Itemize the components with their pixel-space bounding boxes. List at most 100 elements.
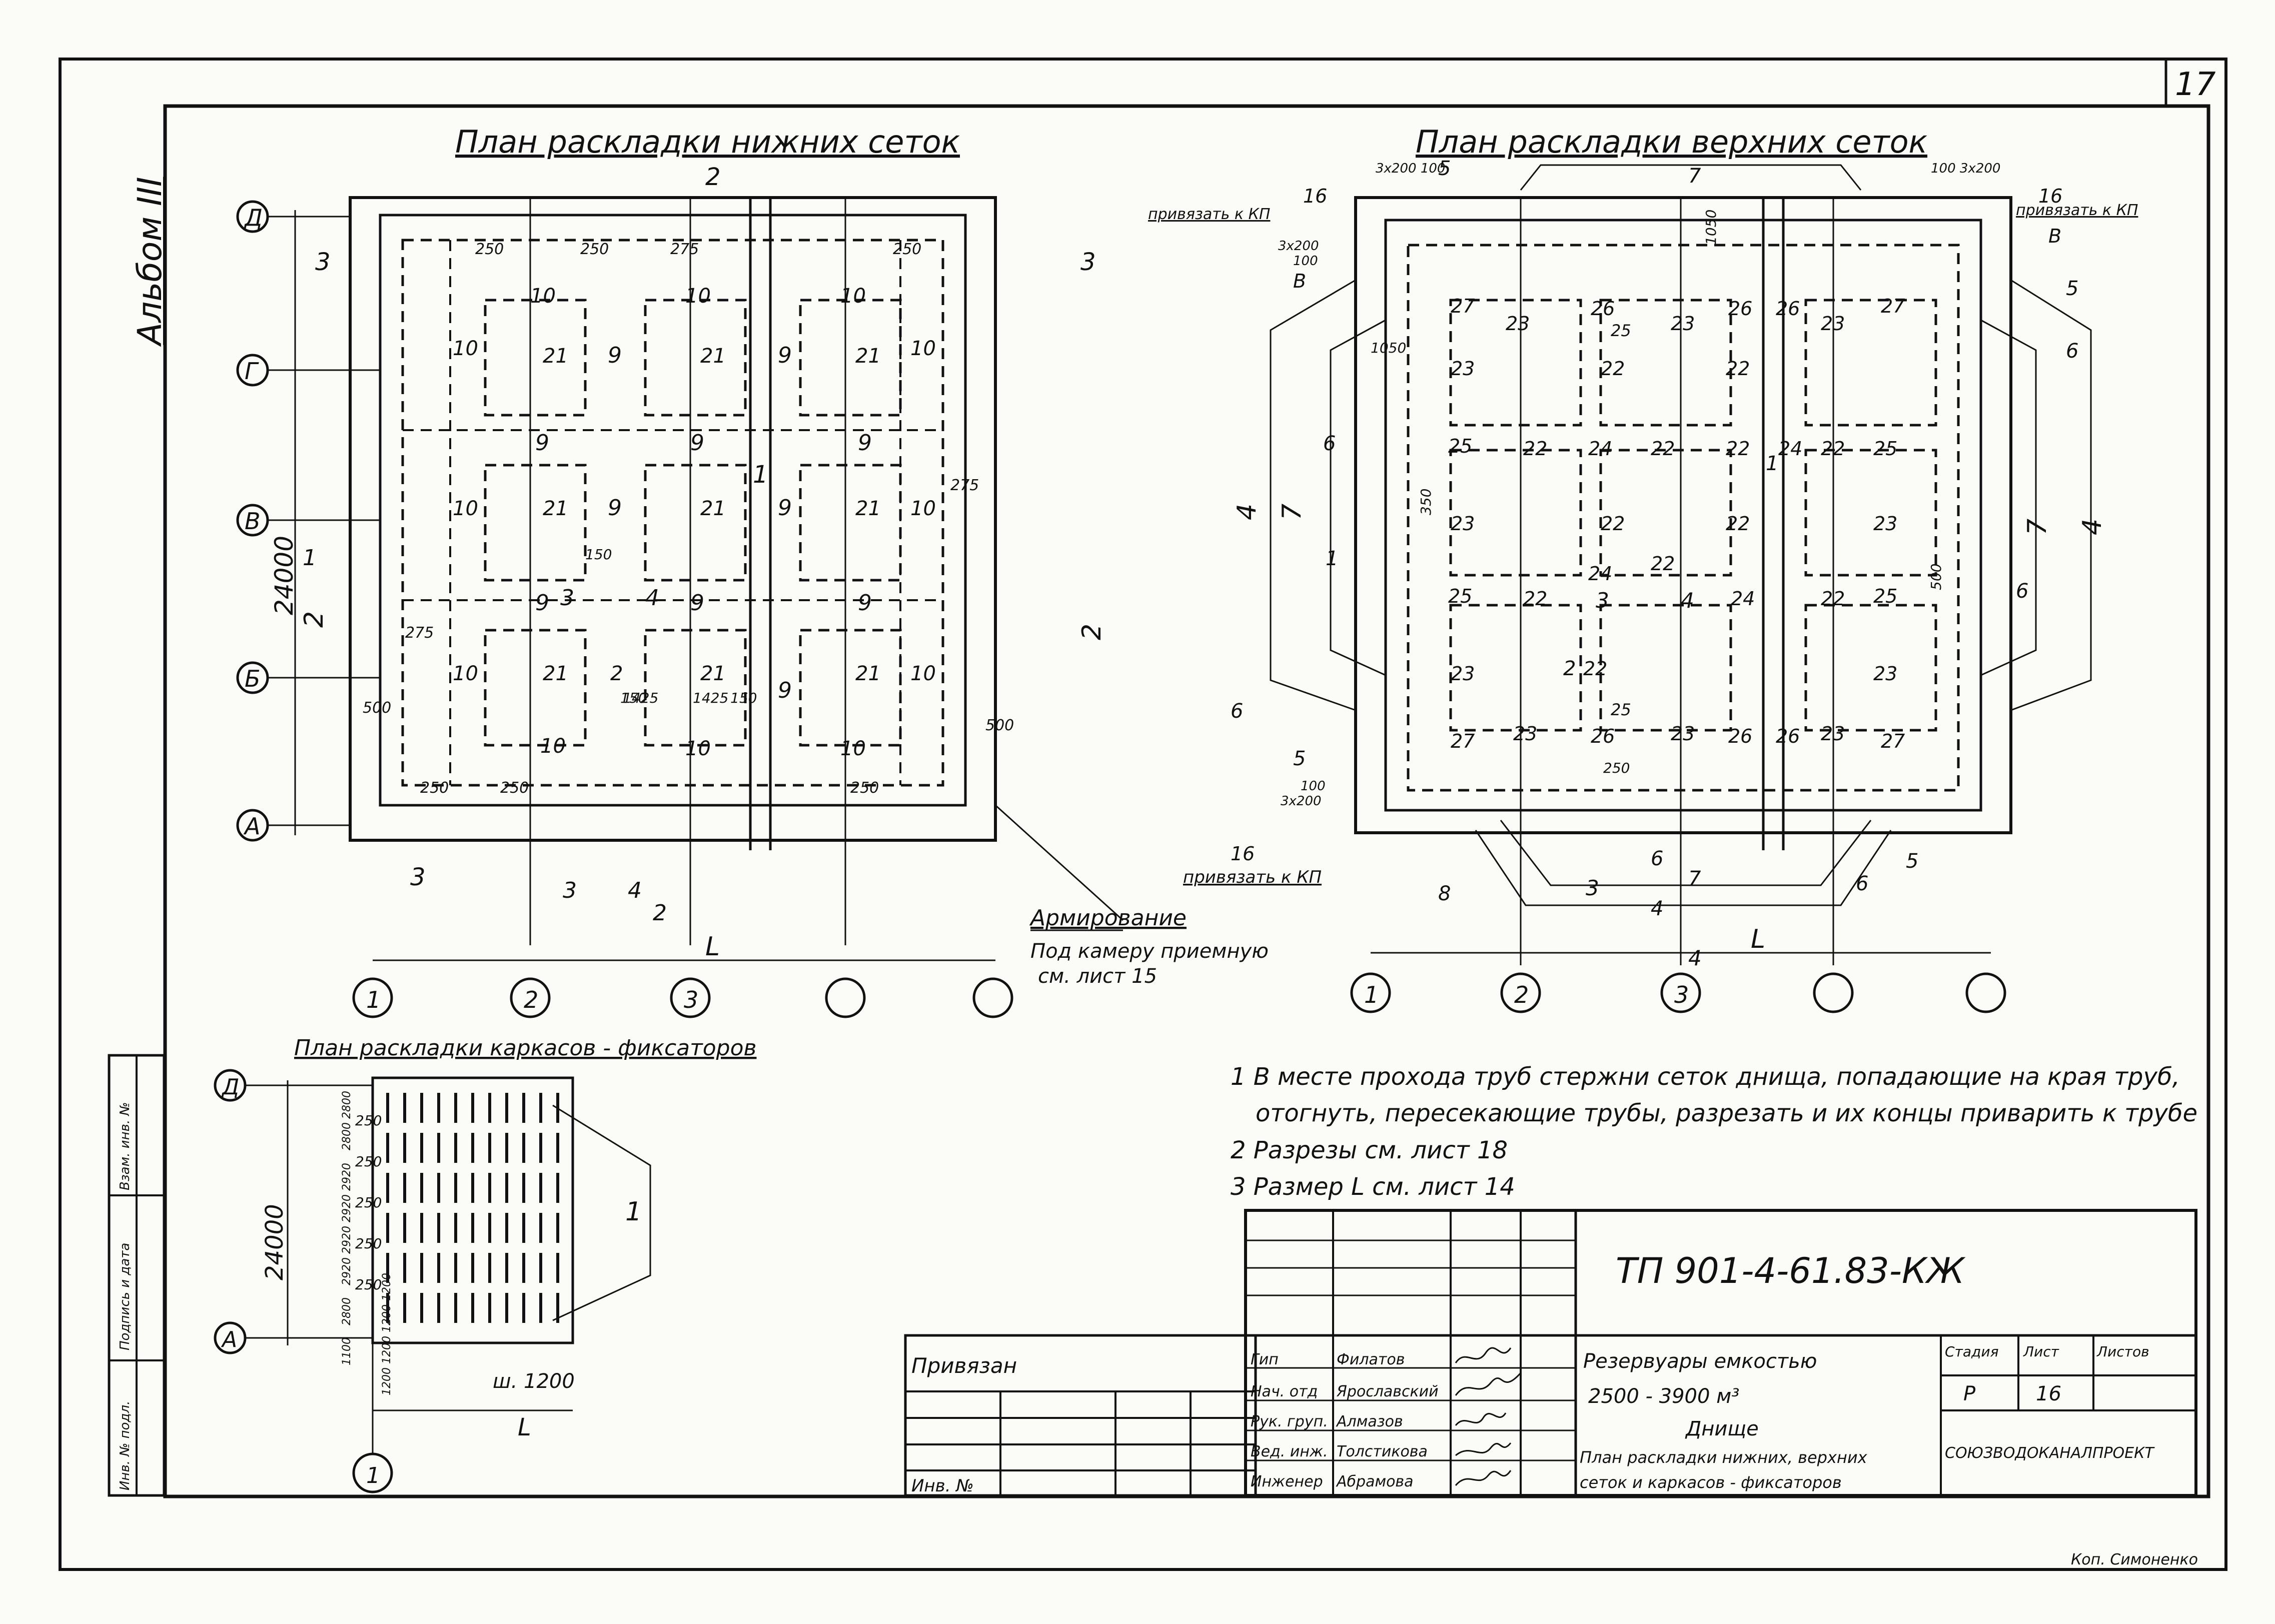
frames-250-3: 250 (355, 1194, 382, 1211)
upper-callout-7c: 7 (1277, 504, 1307, 520)
lower-callout-21a: 21 (543, 345, 568, 368)
tb-name-4: Абрамова (1336, 1473, 1414, 1490)
lower-mesh-plan: План раскладки нижних сеток Д Г В Б А (236, 124, 1269, 1018)
tb-name-4-text: План раскладки нижних, верхних (1580, 1448, 1868, 1467)
stamp-podpis: Подпись и дата (118, 1243, 133, 1350)
upper-callout-24a: 24 (1588, 438, 1612, 460)
lower-callout-10d: 10 (910, 497, 936, 520)
upper-callout-16c: 16 (1231, 843, 1255, 865)
tb-role-0: Гип (1251, 1351, 1279, 1368)
lower-callout-9j: 9 (858, 590, 872, 616)
frames-width-label: ш. 1200 (493, 1370, 575, 1393)
stamp-inv-podl: Инв. № подл. (118, 1401, 133, 1490)
upper-dims-bottom-2: 3х200 (1281, 794, 1322, 809)
lower-section-1: 1 (303, 545, 317, 571)
frames-plan: План раскладки каркасов - фиксаторов Д А… (214, 1035, 756, 1493)
upper-callout-22i: 22 (1523, 588, 1547, 610)
upper-callout-23c: 23 (1821, 313, 1845, 335)
lower-callout-9f: 9 (608, 495, 622, 521)
signature-icon (1455, 1372, 1522, 1396)
note-1-line-1: 1 В месте прохода труб стержни сеток дни… (1231, 1063, 2180, 1091)
frames-axis-1: 1 (366, 1463, 380, 1488)
lower-dim-250-2: 250 (580, 241, 609, 258)
lower-callout-9h: 9 (535, 590, 549, 616)
tb-role-2: Рук. груп. (1251, 1413, 1328, 1430)
frames-250-4: 250 (355, 1235, 382, 1252)
tb-sheets-label: Листов (2096, 1343, 2149, 1360)
tb-stage-label: Стадия (1945, 1343, 1998, 1360)
upper-callout-22d: 22 (1651, 438, 1675, 460)
upper-callout-24b: 24 (1588, 563, 1612, 585)
lower-dim-500-2: 500 (363, 699, 391, 717)
lower-callout-21c: 21 (855, 345, 881, 368)
tb-stage-value: Р (1963, 1382, 1976, 1405)
lower-callout-10k: 10 (685, 737, 711, 760)
upper-callout-27a: 27 (1451, 295, 1475, 317)
lower-callout-9i: 9 (690, 590, 704, 616)
upper-callout-23a: 23 (1506, 313, 1530, 335)
upper-callout-8: 8 (1438, 882, 1451, 905)
upper-section-4b: 4 (1688, 946, 1702, 970)
lower-callout-21f: 21 (855, 497, 881, 520)
lower-dim-150-3: 150 (730, 690, 757, 706)
lower-armirovanie: Армирование (1029, 905, 1187, 931)
upper-dims-top-left: 3х200 100 (1376, 161, 1445, 176)
lower-callout-10h: 10 (685, 285, 711, 308)
signature-icon (1455, 1442, 1512, 1456)
upper-callout-22c: 22 (1523, 438, 1547, 460)
lower-dim-275-3: 275 (405, 624, 434, 642)
lower-dim-250-1: 250 (475, 241, 504, 258)
frames-dim-total: 24000 (261, 1204, 289, 1280)
frames-bottom-dims: 1200 1200 1200 1200 (381, 1273, 393, 1395)
upper-callout-b-left: В (1293, 270, 1306, 292)
upper-dim-l: L (1751, 924, 1765, 954)
upper-callout-22l: 22 (1583, 658, 1607, 680)
upper-callout-16a: 16 (1303, 185, 1327, 207)
lower-axis-d: Д (244, 204, 263, 231)
lower-callout-2: 2 (705, 163, 721, 191)
lower-dim-l: L (705, 932, 720, 962)
lower-callout-21b: 21 (700, 345, 726, 368)
lower-callout-10f: 10 (910, 662, 936, 685)
lower-axis-a: А (243, 813, 260, 840)
upper-callout-22h: 22 (1726, 513, 1750, 535)
lower-dim-150-1: 150 (585, 546, 612, 563)
upper-privyazat-right: привязать к КП (2016, 202, 2138, 219)
tb-role-4: Инженер (1251, 1473, 1323, 1490)
upper-callout-27c: 27 (1451, 730, 1475, 752)
upper-callout-6f: 6 (1856, 872, 1868, 895)
upper-callout-23k: 23 (1821, 723, 1845, 745)
frames-plan-outline (371, 1076, 574, 1344)
upper-plan-title: План раскладки верхних сеток (1416, 124, 1928, 160)
lower-dim-250-6: 250 (850, 779, 879, 797)
tb-name-0: Филатов (1337, 1351, 1405, 1368)
lower-callout-9d: 9 (690, 430, 704, 456)
tb-organization: СОЮЗВОДОКАНАЛПРОЕКТ (1945, 1444, 2155, 1462)
upper-callout-24c: 24 (1731, 588, 1755, 610)
frames-250-1: 250 (355, 1112, 382, 1129)
lower-plan-outline (349, 196, 997, 842)
tb-sheet-value: 16 (2036, 1382, 2061, 1405)
lower-callout-3: 3 (315, 248, 331, 276)
tb-name-5-text: сеток и каркасов - фиксаторов (1580, 1473, 1842, 1492)
tb-name-2: Алмазов (1336, 1413, 1403, 1430)
frames-axis-a: А (221, 1327, 237, 1352)
upper-callout-5c: 5 (1293, 747, 1306, 770)
lower-callout-21h: 21 (700, 662, 726, 685)
lower-plan-title: План раскладки нижних сеток (455, 124, 960, 160)
lower-callout-21g: 21 (543, 662, 568, 685)
lower-callout-3c: 3 (410, 863, 426, 891)
tb-name-3-text: Днище (1685, 1417, 1759, 1440)
frames-axis-d: Д (221, 1074, 239, 1100)
lower-callout-1: 1 (753, 461, 768, 489)
signature-icon (1455, 1470, 1512, 1486)
lower-callout-9c: 9 (535, 430, 549, 456)
tb-role-1: Нач. отд (1251, 1383, 1318, 1400)
lower-axis-b: Б (245, 665, 261, 692)
upper-callout-25d: 25 (1873, 585, 1897, 607)
upper-callout-22e: 22 (1726, 438, 1750, 460)
upper-privyazat-left: привязать к КП (1148, 206, 1270, 223)
frames-spacing-top: 2800 2800 (341, 1091, 353, 1150)
tb-inv-no: Инв. № (911, 1476, 974, 1496)
lower-section-2b: 2 (653, 900, 667, 926)
